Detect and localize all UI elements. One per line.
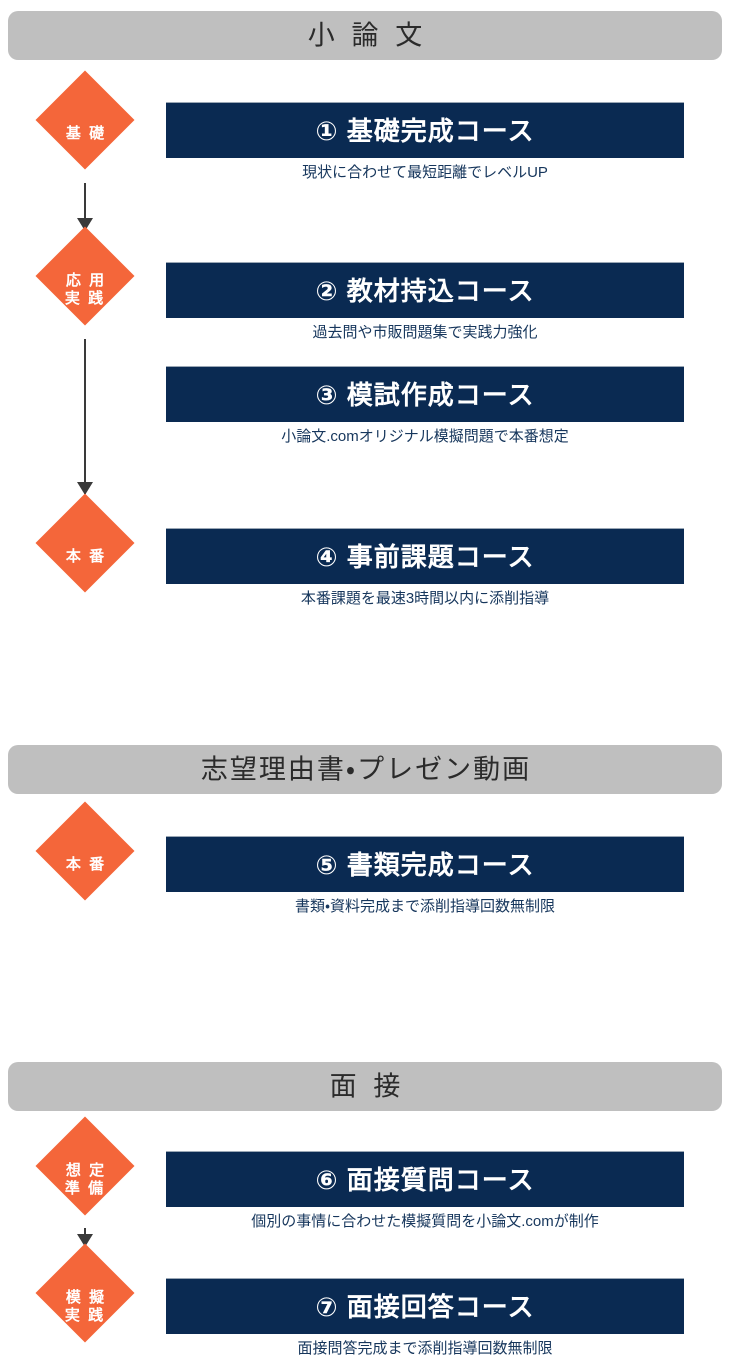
course-box-7[interactable]: ⑦ 面接回答コース: [166, 1278, 684, 1334]
course-title-1: ① 基礎完成コース: [315, 115, 535, 146]
stage-diamond-honban: 本 番: [0, 493, 170, 606]
diamond-shape: [35, 1243, 135, 1343]
course-caption-4: 本番課題を最速3時間以内に添削指導: [300, 590, 550, 607]
stage-diamond-ouyou: 応 用 実 践: [0, 226, 170, 339]
section-header-essay: 小 論 文: [8, 11, 722, 60]
course-box-5[interactable]: ⑤ 書類完成コース: [166, 836, 684, 892]
course-caption-3: 小論文.comオリジナル模擬問題で本番想定: [281, 428, 569, 445]
connector-arrow-soutei-to-mogi: [77, 1228, 93, 1247]
course-caption-5: 書類・資料完成まで添削指導回数無制限: [294, 898, 556, 915]
arrow-head-icon: [77, 482, 93, 495]
stage-diamond-honban-documents: 本 番: [0, 801, 170, 914]
course-caption-2: 過去問や市販問題集で実践力強化: [312, 324, 538, 341]
course-title-2: ② 教材持込コース: [315, 275, 535, 306]
course-caption-6: 個別の事情に合わせた模擬質問を小論文.comが制作: [251, 1213, 599, 1230]
course-box-3[interactable]: ③ 模試作成コース: [166, 366, 684, 422]
connector-arrow-kiso-to-ouyou: [77, 183, 93, 231]
course-caption-7: 面接問答完成まで添削指導回数無制限: [297, 1340, 553, 1357]
course-title-4: ④ 事前課題コース: [315, 541, 535, 572]
section-title-interview: 面 接: [329, 1071, 406, 1101]
course-box-6[interactable]: ⑥ 面接質問コース: [166, 1151, 684, 1207]
course-title-7: ⑦ 面接回答コース: [315, 1291, 535, 1322]
stage-diamond-mogi: 模 擬 実 践: [0, 1243, 170, 1356]
diamond-shape: [35, 801, 135, 901]
stage-diamond-kiso: 基 礎: [0, 70, 170, 183]
section-header-interview: 面 接: [8, 1062, 722, 1111]
course-title-6: ⑥ 面接質問コース: [315, 1164, 535, 1195]
course-caption-1: 現状に合わせて最短距離でレベルUP: [302, 164, 548, 181]
section-header-documents: 志望理由書・プレゼン動画: [8, 745, 722, 794]
section-title-essay: 小 論 文: [307, 20, 428, 50]
arrow-head-icon: [77, 218, 93, 231]
diamond-shape: [35, 70, 135, 170]
section-title-documents: 志望理由書・プレゼン動画: [200, 754, 532, 784]
arrow-head-icon: [77, 1234, 93, 1247]
diamond-shape: [35, 493, 135, 593]
diamond-shape: [35, 226, 135, 326]
course-title-3: ③ 模試作成コース: [315, 379, 535, 410]
course-title-5: ⑤ 書類完成コース: [315, 849, 535, 880]
course-box-1[interactable]: ① 基礎完成コース: [166, 102, 684, 158]
stage-diamond-soutei: 想 定 準 備: [0, 1116, 170, 1229]
course-box-4[interactable]: ④ 事前課題コース: [166, 528, 684, 584]
course-box-2[interactable]: ② 教材持込コース: [166, 262, 684, 318]
connector-arrow-ouyou-to-honban: [77, 339, 93, 495]
diamond-shape: [35, 1116, 135, 1216]
